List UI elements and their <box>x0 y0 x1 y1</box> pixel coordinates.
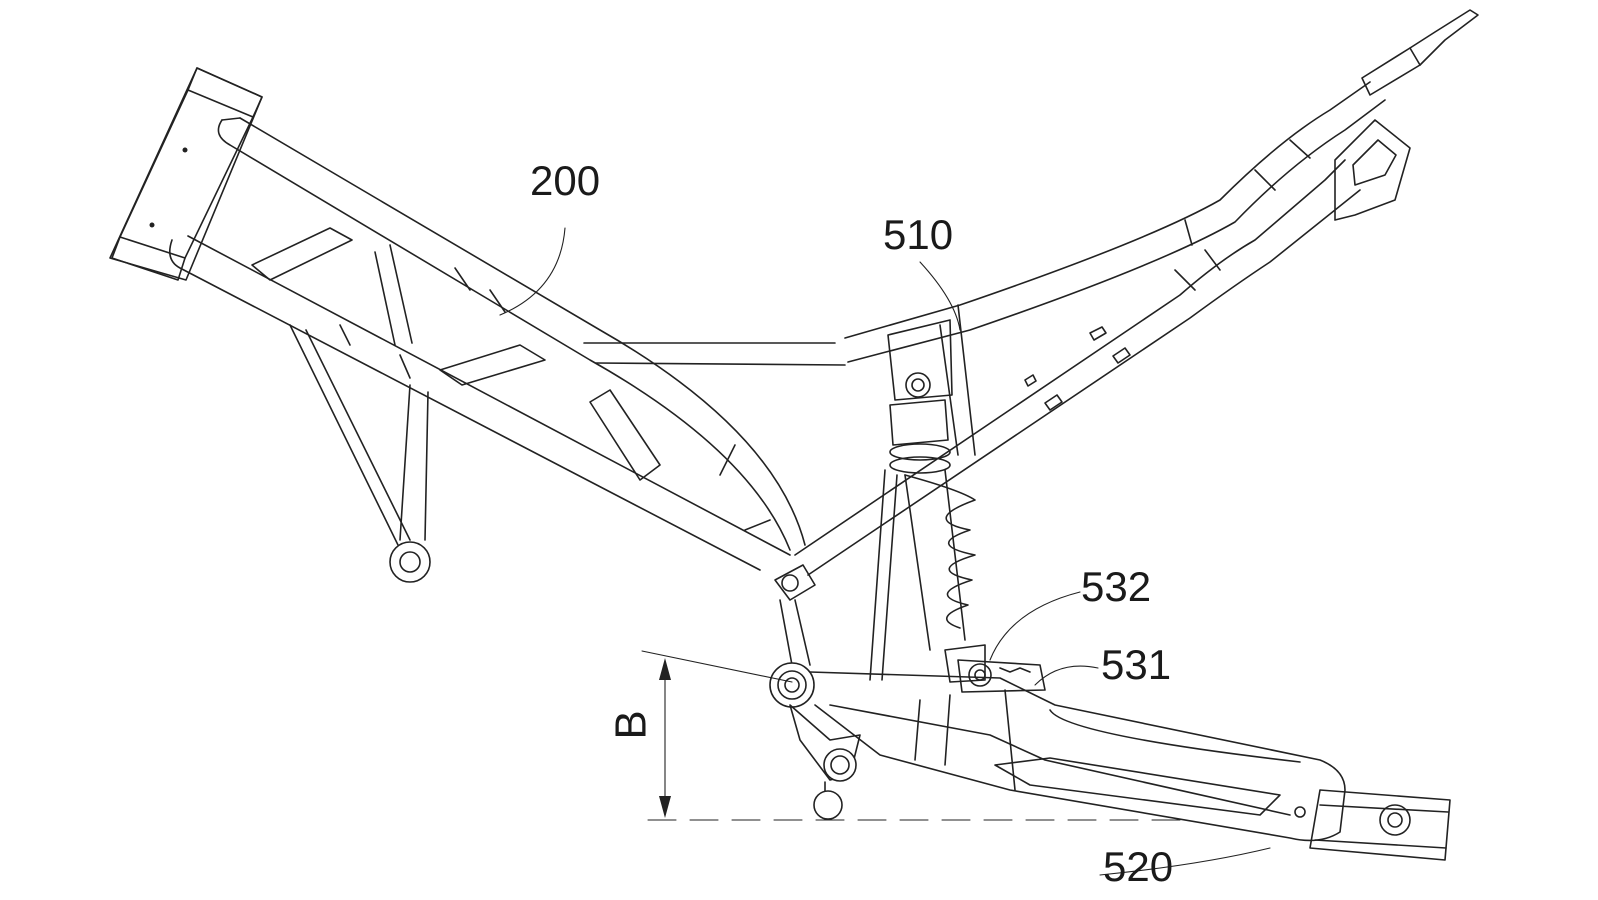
head-tube <box>109 67 263 281</box>
rear-subframe <box>794 9 1479 576</box>
pivot-link <box>769 469 898 820</box>
upper-rail <box>583 342 846 366</box>
dimension-b <box>641 650 1181 821</box>
frame-braces <box>251 227 661 481</box>
lower-main-tube <box>169 235 791 571</box>
label-dimension-b: B <box>606 710 656 740</box>
upper-main-tube <box>217 117 806 551</box>
engine-mount-strut <box>289 324 431 583</box>
label-shock-510: 510 <box>883 211 954 258</box>
label-link-531: 531 <box>1101 641 1172 688</box>
label-link-532: 532 <box>1081 563 1152 610</box>
label-swingarm-520: 520 <box>1103 843 1174 890</box>
leader-lines <box>499 227 1271 876</box>
swingarm <box>809 671 1451 861</box>
label-frame-200: 200 <box>530 157 601 204</box>
shock-absorber <box>887 304 986 683</box>
mounting-tabs <box>1024 326 1131 411</box>
linkage-bracket <box>957 659 1046 693</box>
